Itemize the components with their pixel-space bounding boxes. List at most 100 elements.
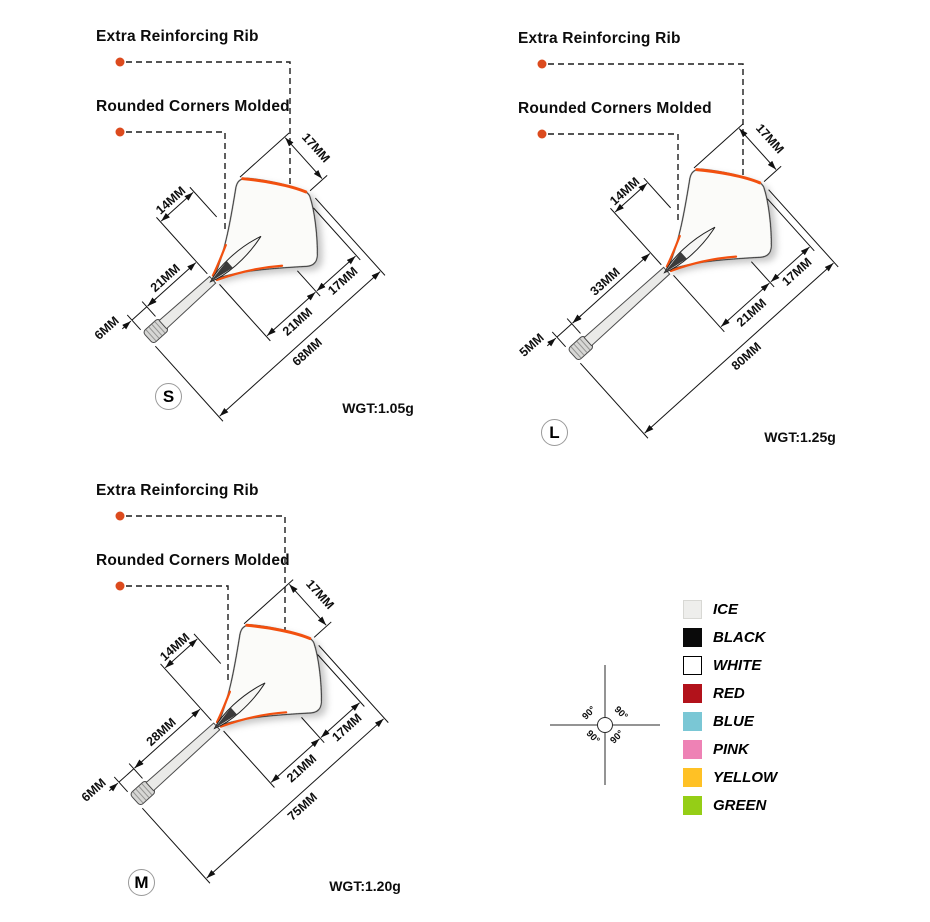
color-label-yellow: YELLOW	[713, 769, 778, 786]
spec-panel-l: 5MM 33MM 14MM 17MM 21MM 17MM 80MM Extra …	[478, 10, 923, 470]
weight-label-s: WGT:1.05g	[342, 400, 414, 416]
stem-core	[210, 261, 233, 282]
dim-thread-label: 6MM	[79, 776, 109, 805]
color-swatch-blue	[683, 712, 702, 731]
dim-overall-label: 80MM	[729, 339, 764, 373]
dim-line-shaft	[134, 708, 201, 769]
dim-line-flight-rear	[284, 137, 323, 179]
color-swatch-black	[683, 628, 702, 647]
legend-row: BLUE	[683, 712, 777, 731]
dim-flight-bottom-label: 21MM	[734, 296, 769, 330]
spec-panel-m: 6MM 28MM 14MM 17MM 21MM 17MM 75MM Extra …	[30, 462, 470, 922]
size-badge-s: S	[155, 383, 182, 410]
dart-assembly-m: 6MM 28MM 14MM 17MM 21MM 17MM 75MM	[79, 577, 389, 884]
dart-diagram-l: 5MM 33MM 14MM 17MM 21MM 17MM 80MM	[517, 59, 839, 439]
dim-line-overall	[219, 271, 381, 417]
weight-label-m: WGT:1.20g	[329, 878, 401, 894]
angle-label-se: 90°	[608, 728, 626, 746]
dim-flight-bottom-rear-label: 17MM	[779, 255, 814, 289]
callout-dot-corners	[115, 581, 125, 591]
size-badge-l: L	[541, 419, 568, 446]
legend-row: WHITE	[683, 656, 777, 675]
color-label-ice: ICE	[713, 601, 739, 618]
angle-label-ne: 90°	[612, 704, 630, 722]
callout-dot-corners	[115, 127, 125, 137]
dart-assembly-l: 5MM 33MM 14MM 17MM 21MM 17MM 80MM	[517, 121, 839, 439]
weight-label-l: WGT:1.25g	[764, 429, 836, 445]
legend-row: GREEN	[683, 796, 777, 815]
color-swatch-white	[683, 656, 702, 675]
dim-flight-rear-label: 17MM	[299, 130, 333, 165]
color-label-pink: PINK	[713, 741, 749, 758]
dim-thread-label: 6MM	[92, 314, 122, 343]
color-swatch-yellow	[683, 768, 702, 787]
callout-leader-corners	[548, 133, 679, 223]
size-letter: L	[549, 422, 560, 442]
center-circle	[597, 717, 613, 733]
dart-body	[143, 177, 318, 344]
dim-line-flight-front	[164, 638, 198, 669]
color-label-red: RED	[713, 685, 745, 702]
callout-dot-rib	[115, 57, 125, 67]
angle-indicator: 90° 90° 90° 90°	[550, 665, 660, 785]
dart-diagram-m: 6MM 28MM 14MM 17MM 21MM 17MM 75MM	[79, 511, 389, 884]
thread-ridges	[570, 338, 591, 359]
dim-line	[118, 768, 135, 783]
dim-line-flight-rear	[288, 584, 327, 626]
dim-arrow	[121, 320, 132, 330]
dim-line-overall	[644, 262, 834, 434]
callout-leader-corners	[126, 585, 229, 680]
dim-line-overall	[206, 718, 384, 879]
spec-panel-s: 6MM 21MM 14MM 17MM 21MM 17MM 68MM Extra …	[30, 8, 470, 458]
dart-body	[568, 168, 772, 361]
dim-flight-bottom-rear-label: 17MM	[325, 264, 360, 298]
legend-row: ICE	[683, 600, 777, 619]
dart-diagram-s: 6MM 21MM 14MM 17MM 21MM 17MM 68MM	[92, 57, 386, 422]
angle-label-nw: 90°	[580, 704, 598, 722]
dim-line-shaft	[147, 262, 197, 307]
label-extra-reinforcing-rib: Extra Reinforcing Rib	[96, 482, 259, 499]
dim-overall-label: 68MM	[290, 335, 325, 369]
dim-arrow	[546, 337, 557, 347]
color-label-black: BLACK	[713, 629, 766, 646]
dim-line	[556, 323, 573, 338]
color-swatch-pink	[683, 740, 702, 759]
dim-line	[131, 306, 148, 321]
size-letter: S	[162, 386, 175, 406]
dim-flight-bottom-label: 21MM	[284, 752, 319, 786]
thread-ridges	[132, 783, 153, 804]
callout-dot-corners	[537, 129, 547, 139]
reinforcing-rib-accent	[695, 168, 762, 185]
label-extra-reinforcing-rib: Extra Reinforcing Rib	[518, 30, 681, 47]
reinforcing-rib-accent	[245, 623, 312, 641]
label-rounded-corners-molded: Rounded Corners Molded	[96, 98, 290, 115]
callout-leader-rib	[548, 63, 744, 178]
dim-thread-label: 5MM	[517, 331, 547, 360]
dim-flight-rear-label: 17MM	[303, 577, 337, 612]
color-legend: ICE BLACK WHITE RED BLUE PINK YELLOW GR	[683, 600, 777, 815]
callout-dot-rib	[115, 511, 125, 521]
dim-arrow	[108, 782, 119, 792]
dim-line-flight-rear	[738, 128, 777, 170]
label-rounded-corners-molded: Rounded Corners Molded	[518, 100, 712, 117]
dim-flight-bottom-label: 21MM	[280, 305, 315, 339]
dimension-annotations: 5MM 33MM 14MM 17MM 21MM 17MM 80MM	[517, 121, 839, 439]
legend-row: YELLOW	[683, 768, 777, 787]
color-swatch-red	[683, 684, 702, 703]
legend-row: RED	[683, 684, 777, 703]
legend-row: BLACK	[683, 628, 777, 647]
color-swatch-green	[683, 796, 702, 815]
dim-line-flight-front	[614, 182, 648, 213]
color-swatch-ice	[683, 600, 702, 619]
callout-lines	[115, 511, 286, 680]
dimension-annotations: 6MM 28MM 14MM 17MM 21MM 17MM 75MM	[79, 577, 389, 884]
callout-leader-corners	[126, 131, 226, 229]
dart-assembly-s: 6MM 21MM 14MM 17MM 21MM 17MM 68MM	[92, 130, 386, 422]
legend-row: PINK	[683, 740, 777, 759]
dim-overall-label: 75MM	[285, 790, 320, 824]
label-extra-reinforcing-rib: Extra Reinforcing Rib	[96, 28, 259, 45]
size-letter: M	[134, 872, 149, 892]
angle-label-sw: 90°	[584, 728, 602, 746]
thread-ridges	[145, 321, 166, 342]
